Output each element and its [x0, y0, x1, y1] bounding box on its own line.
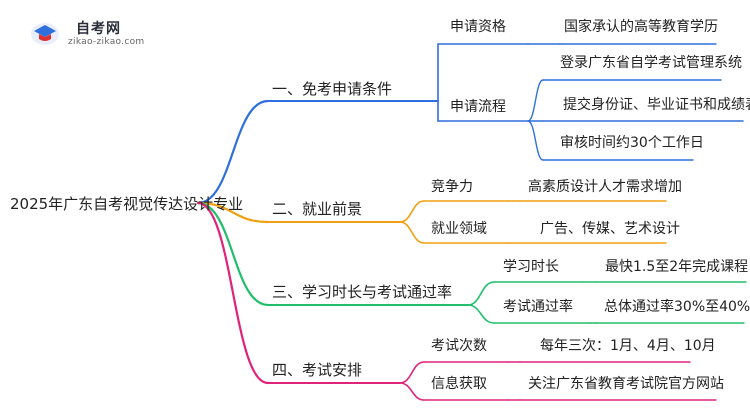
- leaf-label: 高素质设计人才需求增加: [528, 179, 682, 195]
- branch-label: 二、就业前景: [272, 200, 363, 218]
- branch-connector: [196, 201, 270, 224]
- child-connector: [399, 361, 425, 384]
- branch-label: 一、免考申请条件: [272, 80, 393, 98]
- branch-connector: [196, 201, 270, 307]
- child-connector: [467, 281, 495, 306]
- logo-url: zikao-zikao.com: [68, 37, 145, 47]
- leaf-label: 关注广东省教育考试院官方网站: [528, 376, 724, 392]
- branch-label: 三、学习时长与考试通过率: [272, 283, 453, 301]
- mindmap-root: 2025年广东自考视觉传达设计专业: [10, 195, 244, 213]
- leaf-connector: [527, 120, 544, 161]
- leaf-label: 提交身份证、毕业证书和成绩表: [563, 97, 750, 113]
- child-connector: [399, 200, 425, 223]
- child-label: 申请资格: [450, 19, 506, 35]
- child-label: 竞争力: [431, 179, 473, 195]
- leaf-label: 总体通过率30%至40%: [604, 299, 750, 315]
- branch-label: 四、考试安排: [272, 361, 363, 379]
- child-connector: [399, 382, 425, 401]
- child-label: 考试次数: [431, 338, 487, 354]
- child-connector: [467, 304, 495, 324]
- child-connector: [399, 221, 425, 244]
- graduation-cap-icon: [31, 23, 59, 45]
- leaf-connector: [527, 79, 544, 122]
- child-label: 学习时长: [503, 259, 559, 275]
- leaf-label: 国家承认的高等教育学历: [564, 19, 718, 35]
- site-logo[interactable]: 自考网 zikao-zikao.com: [30, 16, 148, 50]
- branch-connector: [196, 99, 270, 205]
- child-label: 就业领域: [431, 221, 487, 237]
- child-label: 申请流程: [450, 99, 506, 115]
- leaf-label: 审核时间约30个工作日: [560, 135, 704, 151]
- leaf-label: 最快1.5至2年完成课程: [605, 259, 749, 275]
- branch-connector: [196, 201, 270, 385]
- leaf-label: 每年三次：1月、4月、10月: [540, 338, 716, 354]
- leaf-label: 广告、传媒、艺术设计: [540, 221, 680, 237]
- logo-title: 自考网: [76, 21, 121, 37]
- child-label: 信息获取: [431, 376, 487, 392]
- child-label: 考试通过率: [503, 299, 573, 315]
- leaf-label: 登录广东省自学考试管理系统: [560, 55, 742, 71]
